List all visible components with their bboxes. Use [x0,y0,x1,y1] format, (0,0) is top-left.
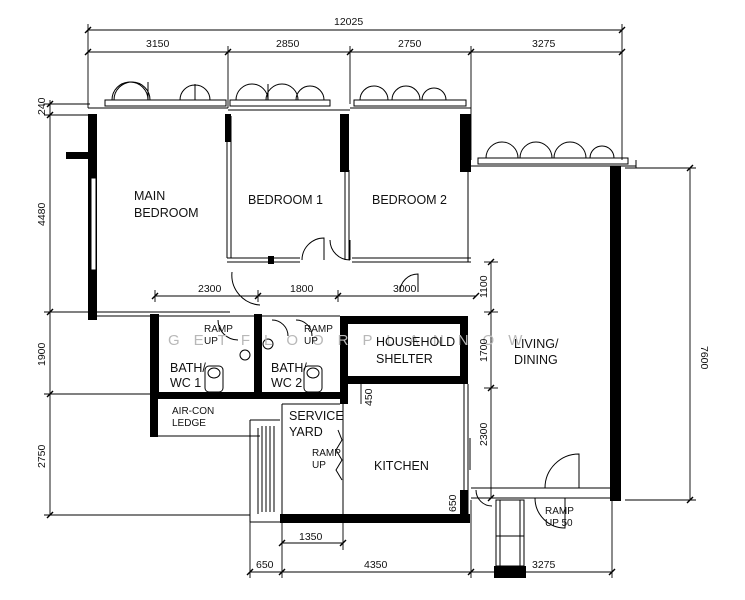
dim-int-h-2: 1800 [290,283,314,295]
dim-int-h-3: 3000 [393,283,417,295]
dim-bottom-1: 650 [256,559,274,571]
dim-overall: 12025 [334,16,363,28]
dim-left-4: 2750 [36,444,48,468]
bedroom-2-label: BEDROOM 2 [372,193,447,207]
aircon-ledge-label-2: LEDGE [172,418,206,429]
bedroom-1-label: BEDROOM 1 [248,193,323,207]
ramp-yard-label-2: UP [312,460,326,471]
dim-int-v-2: 1700 [478,338,490,362]
dimension-labels: 12025 3150 2850 2750 3275 240 4480 1900 … [36,16,710,571]
dim-bottom-2: 4350 [364,559,388,571]
dim-bottom-3: 3275 [532,559,556,571]
bath-wc-2-label-2: WC 2 [271,376,302,390]
household-shelter-label-1: HOUSEHOLD [376,335,455,349]
dim-kitchen-650: 650 [447,494,459,512]
fixtures [204,338,323,393]
ramp-yard-label-1: RAMP [312,448,341,459]
ramp-bath1-label-1: RAMP [204,324,233,335]
kitchen-label: KITCHEN [374,459,429,473]
dim-right: 7600 [698,346,710,370]
dim-left-3: 1900 [36,342,48,366]
main-bedroom-label-2: BEDROOM [134,206,199,220]
ramp-bath1-label-2: UP [204,336,218,347]
household-shelter-label-2: SHELTER [376,352,433,366]
dim-left-2: 4480 [36,202,48,226]
dim-kitchen-450: 450 [363,388,375,406]
dim-yard-1350: 1350 [299,531,323,543]
watermark: GETFLOORPLANNOW [168,332,536,349]
dim-int-v-1: 1100 [478,275,490,298]
room-labels: MAIN BEDROOM BEDROOM 1 BEDROOM 2 LIVING/… [134,189,559,473]
dim-left-1: 240 [36,97,48,115]
dim-top-3: 2750 [398,38,422,50]
service-yard-label-1: SERVICE [289,409,344,423]
main-bedroom-label-1: MAIN [134,189,165,203]
ramp-bath2-label-2: UP [304,336,318,347]
bath-wc-1-label-2: WC 1 [170,376,201,390]
dim-top-2: 2850 [276,38,300,50]
living-dining-label-2: DINING [514,353,558,367]
dim-int-v-3: 2300 [478,422,490,446]
ramp-entry-label-1: RAMP [545,506,574,517]
service-yard-label-2: YARD [289,425,323,439]
windows [88,81,637,168]
ramp-bath2-label-1: RAMP [304,324,333,335]
living-dining-label-1: LIVING/ [514,337,559,351]
walls [66,114,621,578]
dim-int-h-1: 2300 [198,283,222,295]
ramp-entry-label-2: UP 50 [545,518,573,529]
ramp-labels: RAMP UP RAMP UP RAMP UP RAMP UP 50 [204,324,574,529]
bath-wc-2-label-1: BATH/ [271,361,307,375]
dim-top-4: 3275 [532,38,556,50]
dimension-lines [44,24,696,578]
dim-top-1: 3150 [146,38,170,50]
doors [217,237,580,529]
bath-wc-1-label-1: BATH/ [170,361,206,375]
aircon-ledge-label-1: AIR-CON [172,406,214,417]
